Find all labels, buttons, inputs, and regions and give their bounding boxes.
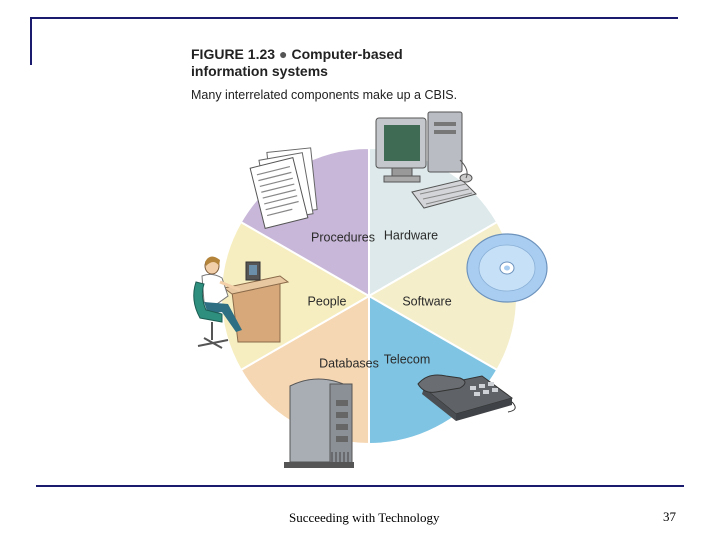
figure-number: FIGURE 1.23 bbox=[191, 46, 276, 62]
label-software: Software bbox=[402, 294, 451, 308]
cd-icon bbox=[466, 233, 548, 303]
bullet-icon: ● bbox=[279, 46, 288, 62]
frame-bottom-rule bbox=[36, 485, 684, 487]
label-databases: Databases bbox=[319, 356, 379, 370]
person-at-desk-icon bbox=[193, 256, 290, 349]
footer-text: Succeeding with Technology bbox=[289, 510, 440, 525]
label-telecom: Telecom bbox=[384, 352, 431, 366]
label-procedures: Procedures bbox=[311, 230, 375, 244]
computer-icon bbox=[375, 111, 477, 209]
figure-caption: Many interrelated components make up a C… bbox=[191, 88, 458, 102]
figure-title-line2: information systems bbox=[191, 63, 328, 79]
server-icon bbox=[284, 378, 354, 468]
figure-title: FIGURE 1.23●Computer-based information s… bbox=[191, 46, 403, 80]
figure-title-line1: Computer-based bbox=[291, 46, 403, 62]
documents-icon bbox=[249, 147, 318, 230]
frame-top-rule bbox=[30, 17, 678, 19]
label-hardware: Hardware bbox=[384, 228, 438, 242]
label-people: People bbox=[308, 294, 347, 308]
frame-left-rule bbox=[30, 17, 32, 65]
telephone-icon bbox=[417, 374, 516, 421]
page-number: 37 bbox=[663, 509, 676, 524]
